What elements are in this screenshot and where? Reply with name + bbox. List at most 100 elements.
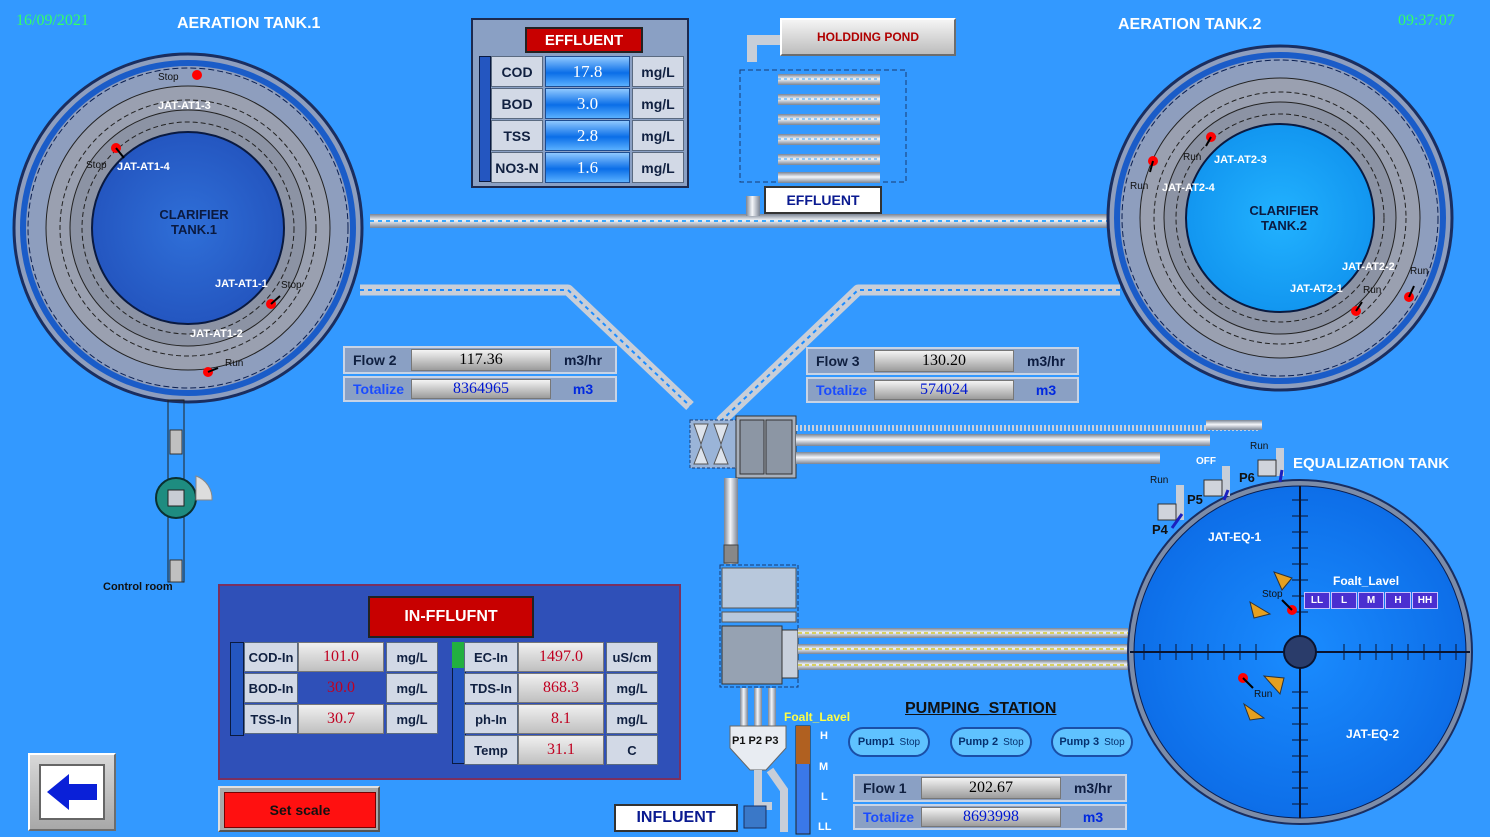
tds-in-label: TDS-In xyxy=(464,673,518,703)
flow2-total-box: Totalize 8364965 m3 xyxy=(343,376,617,402)
at2-1-status[interactable]: Run xyxy=(1363,285,1382,296)
at2-4-status[interactable]: Run xyxy=(1130,181,1149,192)
pump2-status: Stop xyxy=(1003,736,1024,748)
eq-level-ll: LL xyxy=(1304,592,1330,609)
bod-in-value: 30.0 xyxy=(298,673,384,703)
tss-in-label: TSS-In xyxy=(244,704,298,734)
ph-in-unit: mg/L xyxy=(606,704,658,734)
p6-tag: P6 xyxy=(1239,470,1255,485)
bod-in-unit: mg/L xyxy=(386,673,438,703)
effluent-title: EFFLUENT xyxy=(525,27,643,53)
temp-value: 31.1 xyxy=(518,735,604,765)
flow2-total-label: Totalize xyxy=(353,381,405,397)
at1-3-tag: JAT-AT1-3 xyxy=(158,100,211,112)
at1-2-tag: JAT-AT1-2 xyxy=(190,328,243,340)
eff-tss-value: 2.8 xyxy=(545,120,630,151)
eff-bod-unit: mg/L xyxy=(632,88,684,119)
flow3-box: Flow 3 130.20 m3/hr xyxy=(806,347,1079,375)
eff-no3-label: NO3-N xyxy=(491,152,543,183)
at2-3-status[interactable]: Run xyxy=(1183,152,1202,163)
at1-4-status[interactable]: Stop xyxy=(86,160,107,171)
flow2-total-value: 8364965 xyxy=(411,379,551,399)
flow2-total-unit: m3 xyxy=(572,381,594,397)
at1-3-status[interactable]: Stop xyxy=(158,72,179,83)
influent-panel-title: IN-FFLUFNT xyxy=(368,596,534,638)
eff-cod-value: 17.8 xyxy=(545,56,630,87)
at2-2-status[interactable]: Run xyxy=(1410,266,1429,277)
flow1-box: Flow 1 202.67 m3/hr xyxy=(853,774,1127,802)
eff-cod-unit: mg/L xyxy=(632,56,684,87)
ph-in-value: 8.1 xyxy=(518,704,604,734)
flow1-label: Flow 1 xyxy=(863,780,907,796)
ph-in-label: ph-In xyxy=(464,704,518,734)
mixer1-status[interactable]: Stop xyxy=(1262,589,1283,600)
flow2-label: Flow 2 xyxy=(353,352,397,368)
eff-bod-value: 3.0 xyxy=(545,88,630,119)
at1-4-tag: JAT-AT1-4 xyxy=(117,161,170,173)
influent-tag: INFLUENT xyxy=(614,804,738,832)
set-scale-button[interactable]: Set scale xyxy=(218,786,380,832)
eff-tss-label: TSS xyxy=(491,120,543,151)
equalization-tank xyxy=(1127,479,1473,825)
at2-3-tag: JAT-AT2-3 xyxy=(1214,154,1267,166)
eq-level-hh: HH xyxy=(1412,592,1438,609)
eq2-tag: JAT-EQ-2 xyxy=(1346,727,1400,741)
holding-pond-button[interactable]: HOLDDING POND xyxy=(780,18,956,56)
at1-2-status[interactable]: Run xyxy=(225,358,244,369)
ps-level-l: L xyxy=(821,791,828,803)
flow1-total-label: Totalize xyxy=(863,809,915,825)
back-arrow-icon xyxy=(39,764,105,820)
tds-in-value: 868.3 xyxy=(518,673,604,703)
eq-float-label: Foalt_Lavel xyxy=(1333,574,1400,588)
eff-tss-unit: mg/L xyxy=(632,120,684,151)
effluent-panel: EFFLUENT COD 17.8 mg/L BOD 3.0 mg/L TSS … xyxy=(471,18,689,188)
bod-in-label: BOD-In xyxy=(244,673,298,703)
flow1-value: 202.67 xyxy=(921,777,1061,799)
ec-in-label: EC-In xyxy=(464,642,518,672)
eq-tick-marks xyxy=(1143,499,1457,805)
set-scale-label: Set scale xyxy=(224,792,376,828)
at2-2-tag: JAT-AT2-2 xyxy=(1342,261,1395,273)
p5-status[interactable]: OFF xyxy=(1196,456,1216,467)
at1-1-tag: JAT-AT1-1 xyxy=(215,278,268,290)
p5-tag: P5 xyxy=(1187,492,1203,507)
date-display: 16/09/2021 xyxy=(16,12,89,29)
flow3-value: 130.20 xyxy=(874,350,1014,372)
serpentine-pipes xyxy=(778,74,880,183)
flow3-total-value: 574024 xyxy=(874,380,1014,400)
tss-in-unit: mg/L xyxy=(386,704,438,734)
aeration-tank-2 xyxy=(1106,44,1454,392)
ec-in-value: 1497.0 xyxy=(518,642,604,672)
cod-in-value: 101.0 xyxy=(298,642,384,672)
eq-pumps xyxy=(1157,448,1284,529)
pump2-button[interactable]: Pump 2 Stop xyxy=(950,727,1032,757)
back-button[interactable] xyxy=(28,753,116,831)
flow2-box: Flow 2 117.36 m3/hr xyxy=(343,346,617,374)
aeration-tank-1 xyxy=(12,52,364,404)
pumping-station-title: PUMPING_STATION xyxy=(905,700,1057,717)
eff-cod-label: COD xyxy=(491,56,543,87)
p6-status[interactable]: Run xyxy=(1250,441,1269,452)
flow3-label: Flow 3 xyxy=(816,353,860,369)
at1-1-status[interactable]: Stop xyxy=(281,280,302,291)
tss-in-value: 30.7 xyxy=(298,704,384,734)
mixer2-status[interactable]: Run xyxy=(1254,689,1273,700)
flow1-unit: m3/hr xyxy=(1073,780,1113,796)
influent-panel: IN-FFLUFNT COD-In 101.0 mg/L BOD-In 30.0… xyxy=(218,584,681,780)
cod-in-unit: mg/L xyxy=(386,642,438,672)
ps-level-m: M xyxy=(819,761,829,773)
equalization-tank-title: EQUALIZATION TANK xyxy=(1293,455,1450,472)
pump2-name: Pump 2 xyxy=(958,736,999,748)
p4-status[interactable]: Run xyxy=(1150,475,1169,486)
ec-in-unit: uS/cm xyxy=(606,642,658,672)
eq-level-l: L xyxy=(1331,592,1357,609)
flow1-total-box: Totalize 8693998 m3 xyxy=(853,804,1127,830)
flow2-value: 117.36 xyxy=(411,349,551,371)
at2-1-tag: JAT-AT2-1 xyxy=(1290,283,1343,295)
pump3-status: Stop xyxy=(1104,736,1125,748)
